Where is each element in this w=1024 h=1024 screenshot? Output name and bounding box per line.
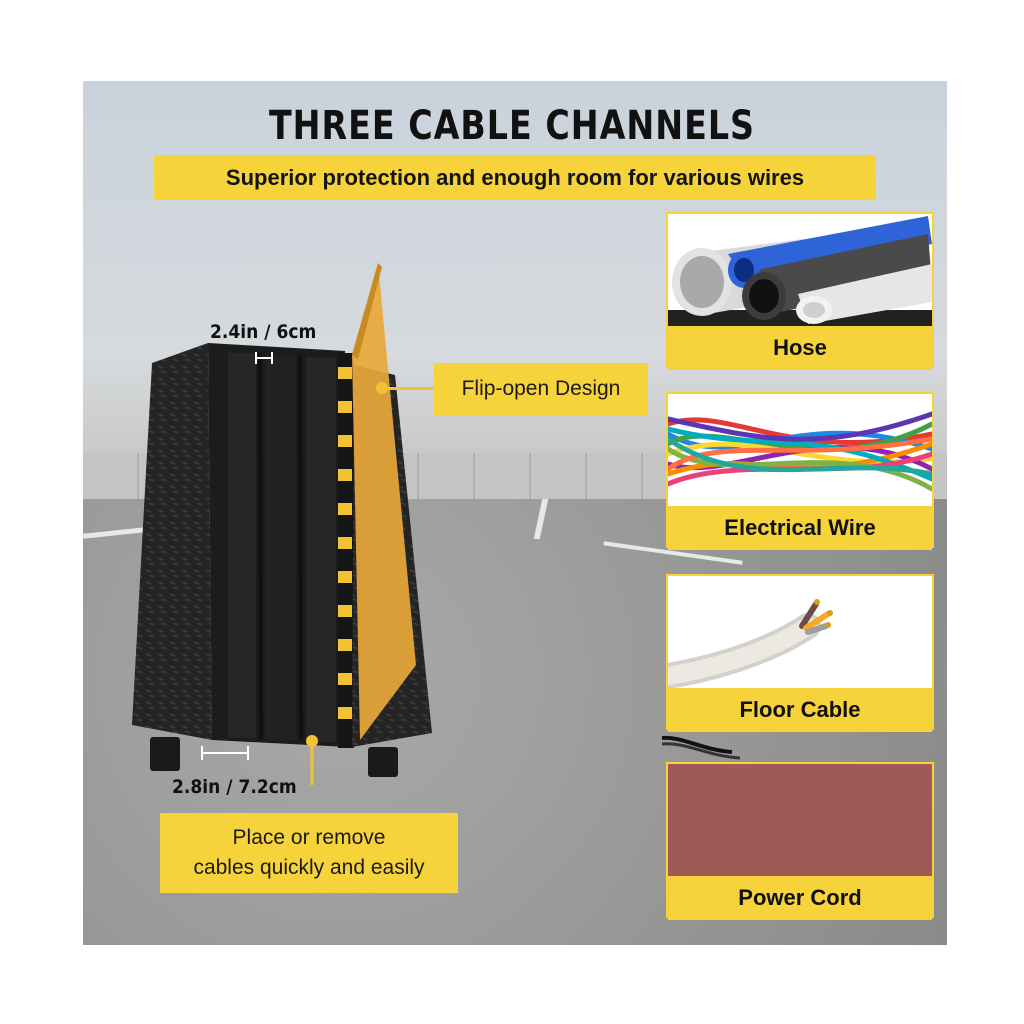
electrical-wire-label: Electrical Wire xyxy=(668,506,932,550)
channel-2 xyxy=(266,355,296,740)
floor-cable-label: Floor Cable xyxy=(668,688,932,732)
subtitle-banner: Superior protection and enough room for … xyxy=(154,155,876,200)
left-ramp xyxy=(132,343,212,740)
channel-1 xyxy=(228,353,256,738)
dimension-marker-top xyxy=(255,352,273,364)
power-cord-label: Power Cord xyxy=(668,876,932,920)
power-cord-image xyxy=(668,764,932,876)
dimension-label-top: 2.4in / 6cm xyxy=(210,321,317,343)
flip-open-lid xyxy=(352,263,416,740)
hose-image xyxy=(668,214,932,326)
page-title: THREE CABLE CHANNELS xyxy=(268,102,756,149)
panel-power-cord: Power Cord xyxy=(666,762,934,920)
panel-floor-cable: Floor Cable xyxy=(666,574,934,732)
place-remove-line-2: cables quickly and easily xyxy=(193,856,425,879)
callout-pointer-line xyxy=(388,387,434,390)
subtitle-text: Superior protection and enough room for … xyxy=(225,164,805,190)
panel-hose: Hose xyxy=(666,212,934,370)
end-connector-left xyxy=(150,737,180,771)
electrical-wire-image xyxy=(668,394,932,506)
dimension-label-bottom: 2.8in / 7.2cm xyxy=(172,776,297,798)
end-connector-right xyxy=(368,747,398,777)
floor-cable-image xyxy=(668,576,932,688)
flip-open-callout: Flip-open Design xyxy=(434,363,648,415)
flip-open-text: Flip-open Design xyxy=(461,376,621,400)
hinge-tabs xyxy=(338,367,352,719)
channel-3 xyxy=(306,357,336,742)
panel-electrical-wire: Electrical Wire xyxy=(666,392,934,550)
cable-protector-illustration xyxy=(132,263,432,785)
hose-label: Hose xyxy=(668,326,932,370)
place-remove-callout: Place or remove cables quickly and easil… xyxy=(160,813,458,893)
callout-pointer-dot xyxy=(376,382,388,394)
power-cord-cable xyxy=(662,735,741,760)
place-remove-line-1: Place or remove xyxy=(232,825,386,849)
dimension-marker-bottom xyxy=(201,746,249,760)
